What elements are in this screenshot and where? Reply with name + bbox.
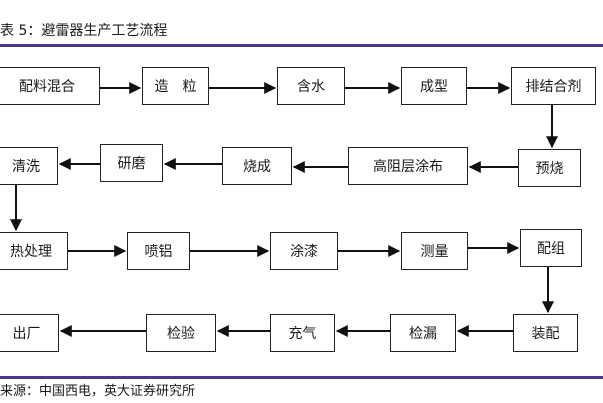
step-leak-detection: 检漏	[390, 314, 456, 352]
step-granulation: 造 粒	[142, 67, 209, 105]
step-assembly: 装配	[513, 314, 578, 352]
step-grinding: 研磨	[100, 144, 163, 182]
step-batching-mixing: 配料混合	[0, 67, 100, 105]
step-measurement: 测量	[401, 232, 468, 270]
table-title: 表 5：避雷器生产工艺流程	[0, 23, 168, 39]
step-high-resistance-coating: 高阻层涂布	[348, 147, 468, 185]
step-gas-filling: 充气	[270, 314, 335, 352]
step-binder-removal: 排结合剂	[511, 67, 596, 105]
step-pre-firing: 预烧	[518, 149, 581, 187]
top-rule	[0, 44, 603, 47]
step-water-content: 含水	[277, 67, 345, 105]
step-sintering: 烧成	[222, 147, 292, 185]
step-matching: 配组	[520, 229, 582, 267]
step-inspection: 检验	[146, 314, 216, 352]
step-cleaning: 清洗	[0, 147, 58, 185]
source-note: 来源：中国西电，英大证券研究所	[0, 384, 196, 399]
bottom-rule	[0, 376, 603, 379]
step-forming: 成型	[401, 67, 467, 105]
step-aluminum-spraying: 喷铝	[127, 232, 190, 270]
step-painting: 涂漆	[270, 232, 338, 270]
step-factory-exit: 出厂	[0, 314, 59, 352]
step-heat-treatment: 热处理	[0, 232, 68, 270]
